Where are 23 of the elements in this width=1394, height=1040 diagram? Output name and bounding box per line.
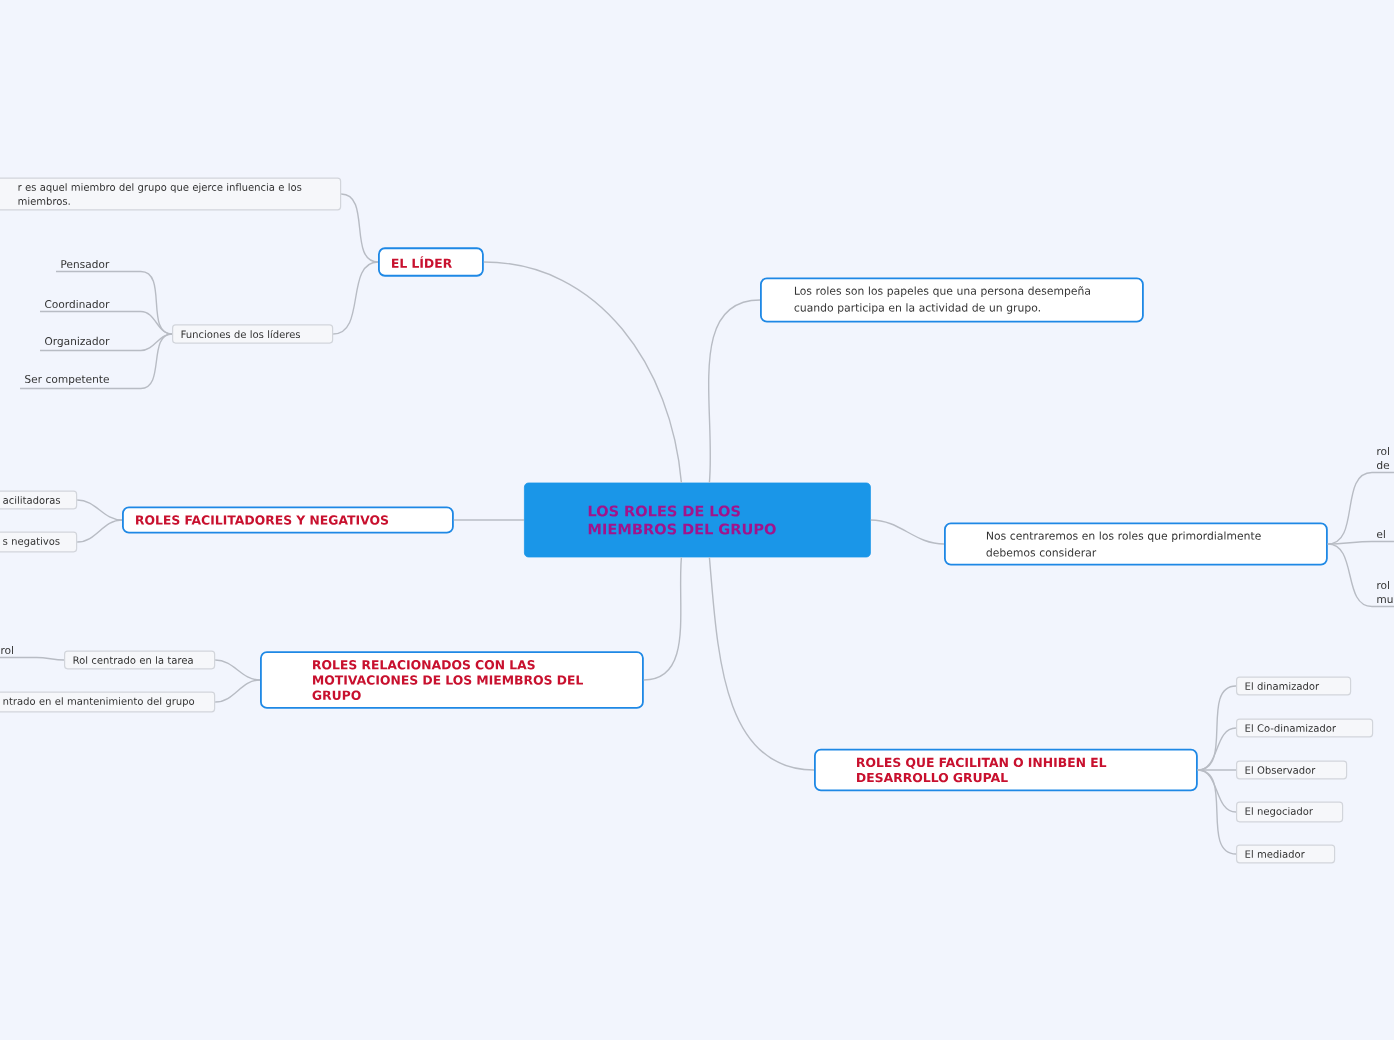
connector-line <box>19 333 173 390</box>
connector-line <box>1197 769 1237 855</box>
connector-line <box>39 310 173 335</box>
connector-line <box>340 193 379 263</box>
connector-line <box>1197 727 1237 771</box>
connector-line <box>643 556 683 681</box>
connector-line <box>1327 543 1394 608</box>
connector-line <box>1197 769 1237 771</box>
connector-line <box>76 519 123 543</box>
connector-line <box>708 556 815 771</box>
connector-line <box>1327 471 1394 545</box>
connector-line <box>453 519 525 521</box>
connector-line <box>0 656 65 661</box>
connector-line <box>39 333 173 352</box>
connector-line <box>214 679 261 703</box>
connector-line <box>707 299 761 484</box>
connector-line <box>1327 540 1394 545</box>
connector-line <box>214 659 261 681</box>
connector-line <box>1197 769 1237 813</box>
connector-line <box>870 519 945 545</box>
connector-line <box>76 499 123 521</box>
connector-line <box>332 261 379 335</box>
connector-line <box>483 261 683 484</box>
